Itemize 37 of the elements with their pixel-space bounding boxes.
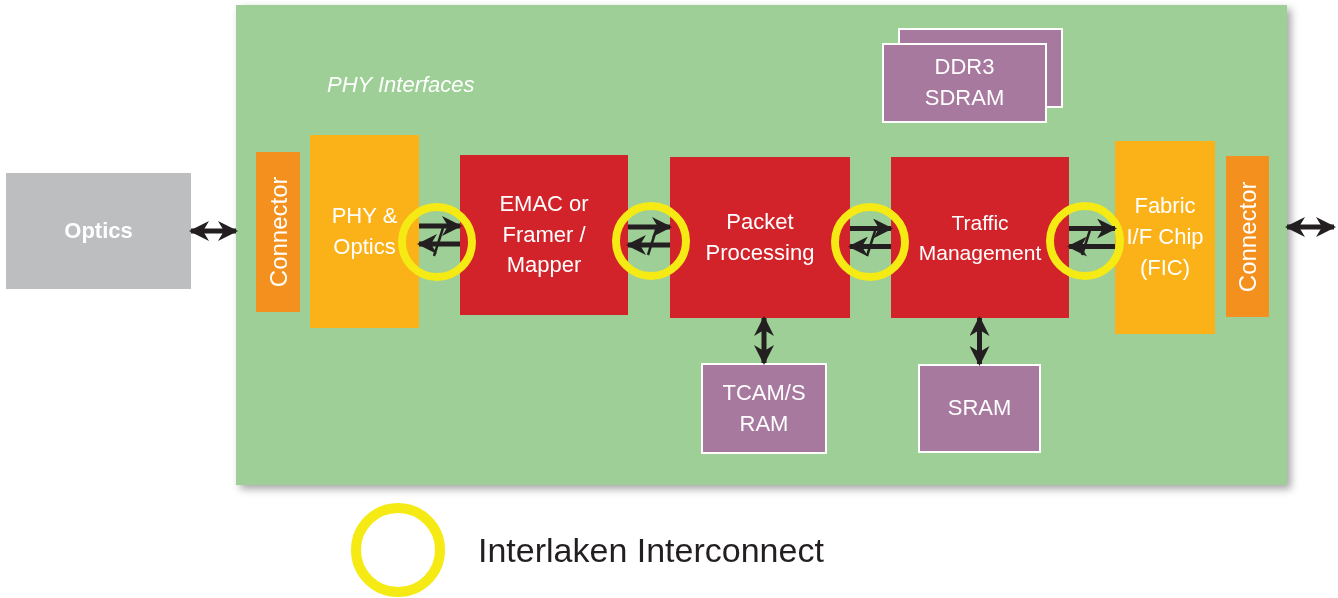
- block-label: TCAM/S RAM: [721, 378, 807, 438]
- arrow: [1285, 217, 1336, 237]
- block-box: [310, 135, 419, 328]
- block-box: [6, 173, 191, 289]
- block-box: [460, 155, 628, 315]
- arrow: [848, 236, 891, 257]
- arrow: [628, 217, 672, 237]
- arrow: [1069, 218, 1117, 239]
- arrow: [189, 221, 238, 241]
- block-box: [701, 363, 827, 454]
- block-label: Connector: [263, 175, 293, 290]
- block-label: Packet Processing: [704, 207, 816, 267]
- block-label: Traffic Management: [917, 210, 1043, 266]
- block-label: Fabric I/F Chip (FIC): [1125, 192, 1205, 282]
- block-box: [670, 157, 850, 318]
- block-box: [1115, 141, 1215, 334]
- arrow: [969, 316, 990, 366]
- block-label: Optics: [63, 216, 134, 245]
- block-box: [918, 364, 1041, 453]
- block-label: Connector: [1232, 180, 1262, 294]
- block-box: [256, 152, 300, 312]
- board-panel: [236, 5, 1287, 485]
- block-box: [891, 157, 1069, 318]
- section-label: PHY Interfaces: [327, 72, 475, 98]
- block-box: [1226, 156, 1269, 317]
- arrow: [1067, 236, 1115, 257]
- block-label: PHY & Optics: [330, 201, 399, 261]
- arrow: [626, 235, 670, 255]
- arrow: [850, 218, 893, 239]
- block-label: DDR3 SDRAM: [923, 53, 1006, 112]
- block-label: EMAC or Framer / Mapper: [498, 189, 590, 280]
- arrow: [419, 216, 462, 236]
- block-label: SRAM: [946, 394, 1013, 423]
- block-box: [882, 43, 1047, 123]
- legend-label: Interlaken Interconnect: [478, 530, 824, 570]
- arrow: [417, 234, 460, 254]
- arrow: [754, 316, 774, 365]
